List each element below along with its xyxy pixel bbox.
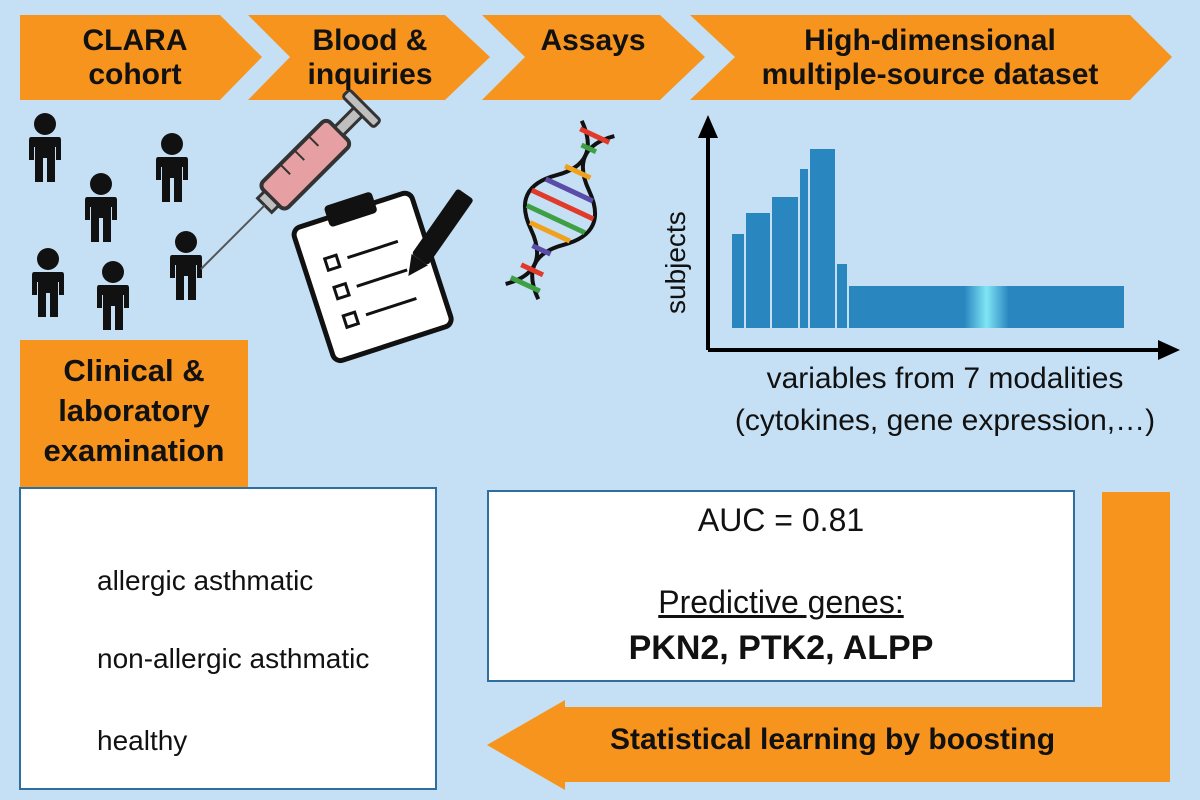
step-label-assays: Assays bbox=[540, 24, 646, 57]
step-arrow-assays bbox=[482, 15, 705, 100]
predictive-genes-title: Predictive genes: bbox=[658, 584, 904, 620]
dataset-xlabel: variables from 7 modalities (cytokines, … bbox=[705, 358, 1185, 442]
xlabel-line1: variables from 7 modalities bbox=[766, 362, 1124, 395]
clipboard-icon bbox=[291, 190, 454, 364]
legend-label-allergic: allergic asthmatic bbox=[97, 565, 314, 596]
person-icon bbox=[156, 133, 188, 202]
examination-arrow bbox=[20, 340, 248, 535]
step-label-blood: Blood & inquiries bbox=[307, 24, 433, 91]
predictive-genes-list: PKN2, PTK2, ALPP bbox=[628, 629, 934, 667]
modality-bar bbox=[847, 284, 1126, 330]
modality-bar bbox=[770, 195, 800, 330]
boosting-label: Statistical learning by boosting bbox=[609, 723, 1056, 756]
person-icon bbox=[85, 173, 117, 242]
modality-bar bbox=[744, 211, 772, 330]
modality-bar bbox=[808, 147, 837, 330]
step-arrow-cohort bbox=[20, 15, 262, 100]
dataset-bars bbox=[730, 147, 1126, 330]
cohort-people-icons bbox=[29, 113, 202, 330]
legend-box: allergic asthmatic non-allergic asthmati… bbox=[19, 487, 437, 790]
person-icon bbox=[97, 261, 129, 330]
modality-bar bbox=[730, 232, 746, 330]
syringe-icon bbox=[200, 89, 381, 270]
legend-label-non-allergic: non-allergic asthmatic bbox=[97, 643, 370, 674]
person-icon bbox=[32, 248, 64, 317]
step-arrow-dataset bbox=[690, 15, 1172, 100]
dna-icon bbox=[505, 119, 615, 301]
modality-bar bbox=[798, 167, 810, 330]
auc-value: AUC = 0.81 bbox=[697, 502, 865, 538]
dataset-ylabel: subjects bbox=[660, 211, 691, 314]
person-icon bbox=[29, 113, 61, 182]
examination-label: Clinical & laboratory examination bbox=[43, 353, 225, 468]
pen-icon bbox=[408, 189, 473, 276]
result-box: AUC = 0.81 Predictive genes: PKN2, PTK2,… bbox=[487, 490, 1075, 682]
boosting-return-arrow bbox=[487, 492, 1170, 790]
step-label-cohort: CLARA cohort bbox=[82, 24, 188, 91]
xlabel-line2: (cytokines, gene expression,…) bbox=[734, 404, 1156, 437]
step-label-dataset: High-dimensional multiple-source dataset bbox=[761, 24, 1099, 91]
dataset-axes bbox=[698, 115, 1180, 360]
person-icon bbox=[170, 231, 202, 300]
legend-label-healthy: healthy bbox=[97, 725, 188, 756]
step-arrow-blood bbox=[248, 15, 490, 100]
modality-bar bbox=[835, 262, 849, 330]
